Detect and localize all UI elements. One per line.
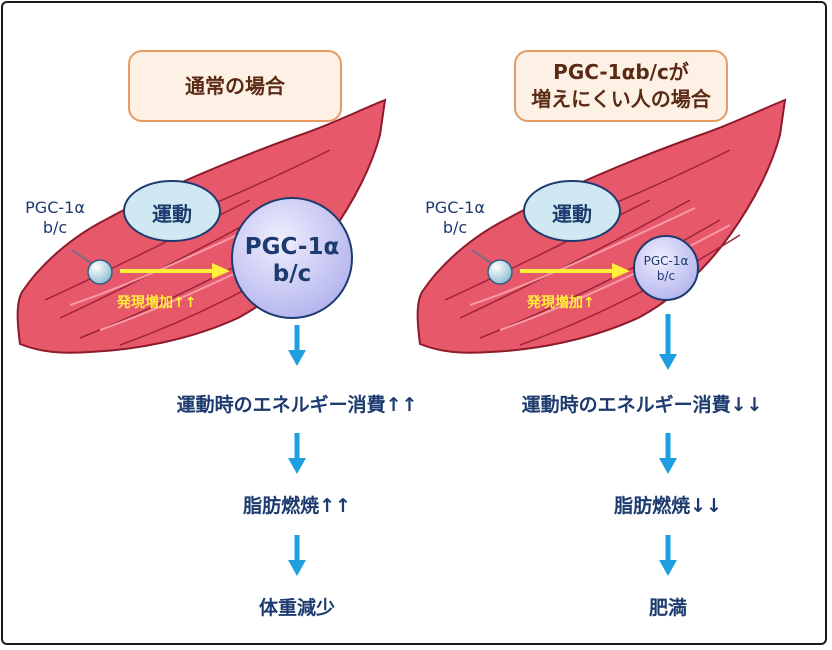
exercise-label: 運動 [552,202,592,226]
exercise-oval [123,180,221,242]
exercise-label: 運動 [152,202,192,226]
protein-circle-small [633,235,699,301]
gene-pointer-line [471,249,495,266]
step-energy-expenditure: 運動時のエネルギー消費↓↓ [521,394,763,416]
flow-arrow-1 [288,325,306,366]
step-energy-expenditure: 運動時のエネルギー消費↑↑ [176,394,418,416]
flow-arrow-3 [659,535,677,576]
gene-label-line1: PGC-1α [25,198,85,217]
step-fat-burning: 脂肪燃焼↓↓ [614,495,722,517]
gene-dot [87,259,113,285]
low-increase-case-title: PGC-1αb/cが 増えにくい人の場合 [514,50,728,122]
gene-pointer-line [71,249,95,266]
low-increase-case-panel: PGC-1αb/cが 増えにくい人の場合 運動 PGC-1α b/c PGC-1… [400,0,816,650]
normal-case-graphics [16,98,387,576]
normal-case-panel: 通常の場合 運動 PGC-1α b/c PGC-1α b/c 発現増加↑↑ 運動… [10,50,417,619]
gene-label-line2: b/c [42,218,68,237]
gene-label: PGC-1α b/c [410,198,500,238]
expression-label: 発現増加↑ [527,295,595,311]
protein-label-line2: b/c [272,261,312,287]
step-outcome: 体重減少 [258,597,335,619]
flow-arrow-2 [659,433,677,474]
protein-label: PGC-1α b/c [628,254,704,284]
gene-label-line2: b/c [442,218,468,237]
expression-arrow [520,263,630,279]
protein-label-line2: b/c [656,269,676,283]
gene-label: PGC-1α b/c [10,198,100,238]
protein-label-line1: PGC-1α [244,234,340,260]
low-increase-case-graphics [416,98,787,576]
protein-circle-large [231,197,353,319]
step-outcome: 肥満 [648,597,687,619]
flow-arrow-2 [288,433,306,474]
low-increase-title-line1: PGC-1αb/cが [553,60,689,84]
gene-dot [487,259,513,285]
low-increase-title-line2: 増えにくい人の場合 [531,87,711,111]
exercise-oval [523,180,621,242]
normal-case-title-text: 通常の場合 [185,73,285,98]
protein-label-line1: PGC-1α [643,254,689,268]
normal-case-title: 通常の場合 [128,50,342,122]
protein-label: PGC-1α b/c [232,234,352,288]
flow-arrow-1 [659,314,677,370]
expression-arrow [120,263,230,279]
flow-arrow-3 [288,535,306,576]
expression-label: 発現増加↑↑ [117,295,197,311]
step-fat-burning: 脂肪燃焼↑↑ [243,495,351,517]
gene-label-line1: PGC-1α [425,198,485,217]
